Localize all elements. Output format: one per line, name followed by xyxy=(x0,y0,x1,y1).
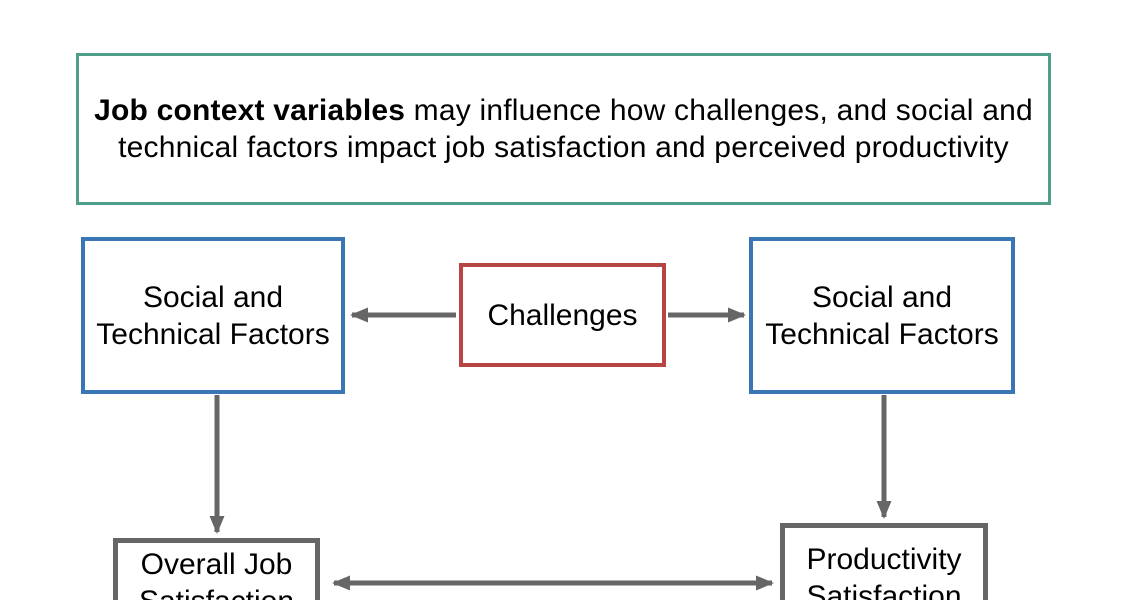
title-regular-text: may influence how challenges, and social… xyxy=(405,94,1033,127)
productivity-satisfaction-box: Productivity Satisfaction xyxy=(780,523,988,600)
productivity-satisfaction-label-line1: Productivity xyxy=(806,543,962,576)
social-technical-factors-left-label-line2: Technical Factors xyxy=(96,317,330,351)
challenges-box: Challenges xyxy=(459,263,666,367)
overall-job-satisfaction-label-line1: Overall Job xyxy=(140,548,293,581)
title-line2-text: technical factors impact job satisfactio… xyxy=(118,131,1009,164)
title-bold-text: Job context variables xyxy=(94,94,406,127)
social-technical-factors-right-label-line2: Technical Factors xyxy=(765,317,999,351)
job-context-variables-text: Job context variables may influence how … xyxy=(94,92,1033,166)
job-context-variables-box: Job context variables may influence how … xyxy=(76,53,1051,205)
challenges-label: Challenges xyxy=(487,298,638,332)
overall-job-satisfaction-box: Overall Job Satisfaction xyxy=(113,538,320,600)
productivity-satisfaction-label-line2: Satisfaction xyxy=(806,580,962,600)
social-technical-factors-left-label-line1: Social and xyxy=(142,280,284,314)
social-technical-factors-right-box: Social and Technical Factors xyxy=(749,237,1015,394)
overall-job-satisfaction-label-line2: Satisfaction xyxy=(139,583,294,600)
social-technical-factors-left-box: Social and Technical Factors xyxy=(81,237,345,394)
social-technical-factors-right-label-line1: Social and xyxy=(811,280,953,314)
